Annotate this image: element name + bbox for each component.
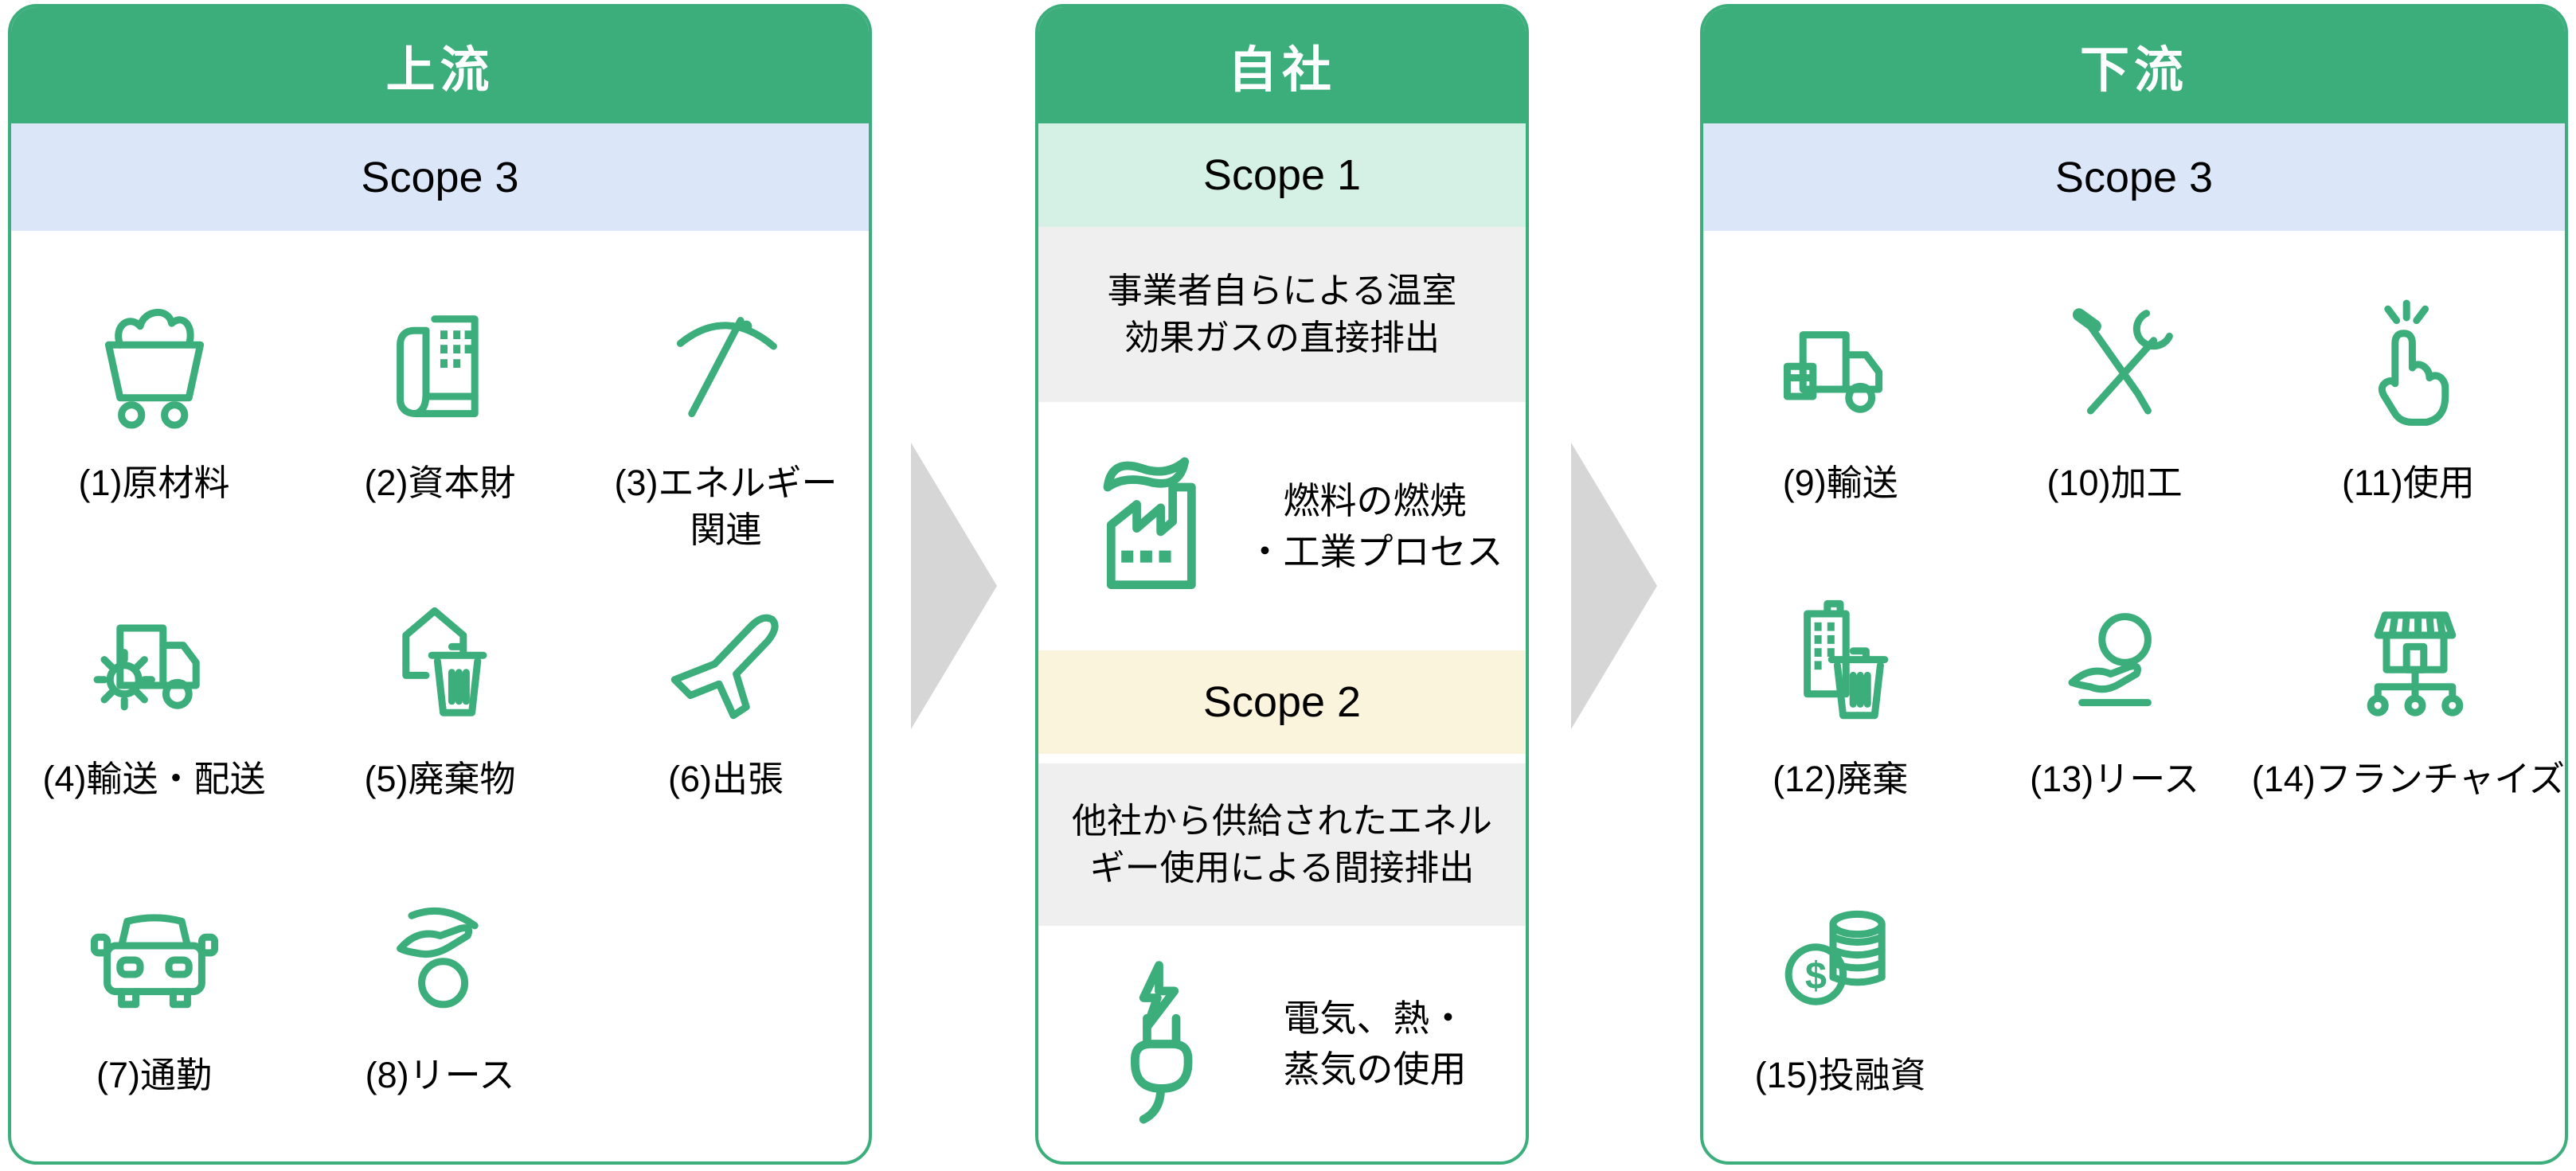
car-icon xyxy=(83,880,226,1032)
item-label: (6)出張 xyxy=(668,759,784,799)
item-raw-materials: (1)原材料 xyxy=(11,288,297,584)
item-label: (12)廃棄 xyxy=(1773,759,1909,799)
click-hand-icon xyxy=(2336,288,2480,439)
item-label: (4)輸送・配送 xyxy=(42,759,266,799)
plug-lightning-icon xyxy=(1073,958,1245,1130)
coins-icon: $ xyxy=(1769,880,1912,1032)
item-label: (7)通勤 xyxy=(96,1055,212,1095)
hand-person-icon xyxy=(2043,584,2187,736)
item-transport-downstream: (9)輸送 xyxy=(1703,288,1977,584)
item-capital-goods: (2)資本財 xyxy=(297,288,583,584)
scope2-band: Scope 2 xyxy=(1038,650,1526,763)
item-business-travel: (6)出張 xyxy=(583,584,869,880)
item-label: (8)リース xyxy=(365,1055,515,1095)
item-label: (3)エネルギー 関連 xyxy=(614,463,838,550)
truck-gear-icon xyxy=(83,584,226,736)
building-trash-icon xyxy=(1769,584,1912,736)
scope2-illustration: 電気、熱・ 蒸気の使用 xyxy=(1038,926,1526,1161)
item-disposal: (12)廃棄 xyxy=(1703,584,1977,880)
capital-goods-building-icon xyxy=(369,288,512,439)
tools-icon xyxy=(2043,288,2187,439)
item-label: (5)廃棄物 xyxy=(364,759,516,799)
item-franchise: (14)フランチャイズ xyxy=(2252,584,2565,880)
item-lease-downstream: (13)リース xyxy=(1977,584,2251,880)
item-lease-upstream: (8)リース xyxy=(297,880,583,1161)
scope1-caption: 燃料の燃焼 ・工業プロセス xyxy=(1246,479,1503,572)
scope1-description: 事業者自らによる温室 効果ガスの直接排出 xyxy=(1038,227,1526,402)
downstream-title: 下流 xyxy=(1703,7,2565,123)
scope2-caption: 電気、熱・ 蒸気の使用 xyxy=(1283,997,1467,1090)
company-panel: 自社 Scope 1 事業者自らによる温室 効果ガスの直接排出 燃料の燃焼 ・工… xyxy=(1035,4,1529,1165)
item-label: (10)加工 xyxy=(2046,463,2183,503)
truck-box-icon xyxy=(1769,288,1912,439)
flow-arrow-upstream-to-company xyxy=(911,443,997,729)
upstream-items: (1)原材料 (2)資本財 xyxy=(11,231,869,1161)
upstream-title: 上流 xyxy=(11,7,869,123)
scope1-band: Scope 1 xyxy=(1038,123,1526,227)
item-commuting: (7)通勤 xyxy=(11,880,297,1161)
downstream-scope-band: Scope 3 xyxy=(1703,123,2565,231)
item-investment: $ (15)投融資 xyxy=(1703,880,1977,1161)
item-label: (9)輸送 xyxy=(1782,463,1898,503)
pickaxe-icon xyxy=(655,288,798,439)
scope1-illustration: 燃料の燃焼 ・工業プロセス xyxy=(1038,402,1526,650)
mining-cart-icon xyxy=(83,288,226,439)
item-label: (14)フランチャイズ xyxy=(2251,759,2565,799)
item-energy-related: (3)エネルギー 関連 xyxy=(583,288,869,584)
item-transport-delivery: (4)輸送・配送 xyxy=(11,584,297,880)
upstream-panel: 上流 Scope 3 (1)原材料 xyxy=(8,4,872,1165)
item-use: (11)使用 xyxy=(2252,288,2565,584)
scope2-description: 他社から供給されたエネル ギー使用による間接排出 xyxy=(1038,763,1526,926)
flow-arrow-company-to-downstream xyxy=(1571,443,1657,729)
item-label: (1)原材料 xyxy=(78,463,230,503)
item-label: (15)投融資 xyxy=(1754,1055,1926,1095)
item-label: (2)資本財 xyxy=(364,463,516,503)
store-network-icon xyxy=(2336,584,2480,736)
svg-text:$: $ xyxy=(1805,954,1827,997)
house-trash-icon xyxy=(369,584,512,736)
item-label: (13)リース xyxy=(2030,759,2199,799)
upstream-scope-band: Scope 3 xyxy=(11,123,869,231)
hand-coin-icon xyxy=(369,880,512,1032)
downstream-panel: 下流 Scope 3 (9)輸送 xyxy=(1700,4,2568,1165)
item-waste: (5)廃棄物 xyxy=(297,584,583,880)
item-processing: (10)加工 xyxy=(1977,288,2251,584)
item-label: (11)使用 xyxy=(2342,463,2475,503)
airplane-icon xyxy=(655,584,798,736)
factory-icon xyxy=(1073,441,1245,612)
downstream-items: (9)輸送 (10)加工 xyxy=(1703,231,2565,1161)
company-title: 自社 xyxy=(1038,7,1526,123)
